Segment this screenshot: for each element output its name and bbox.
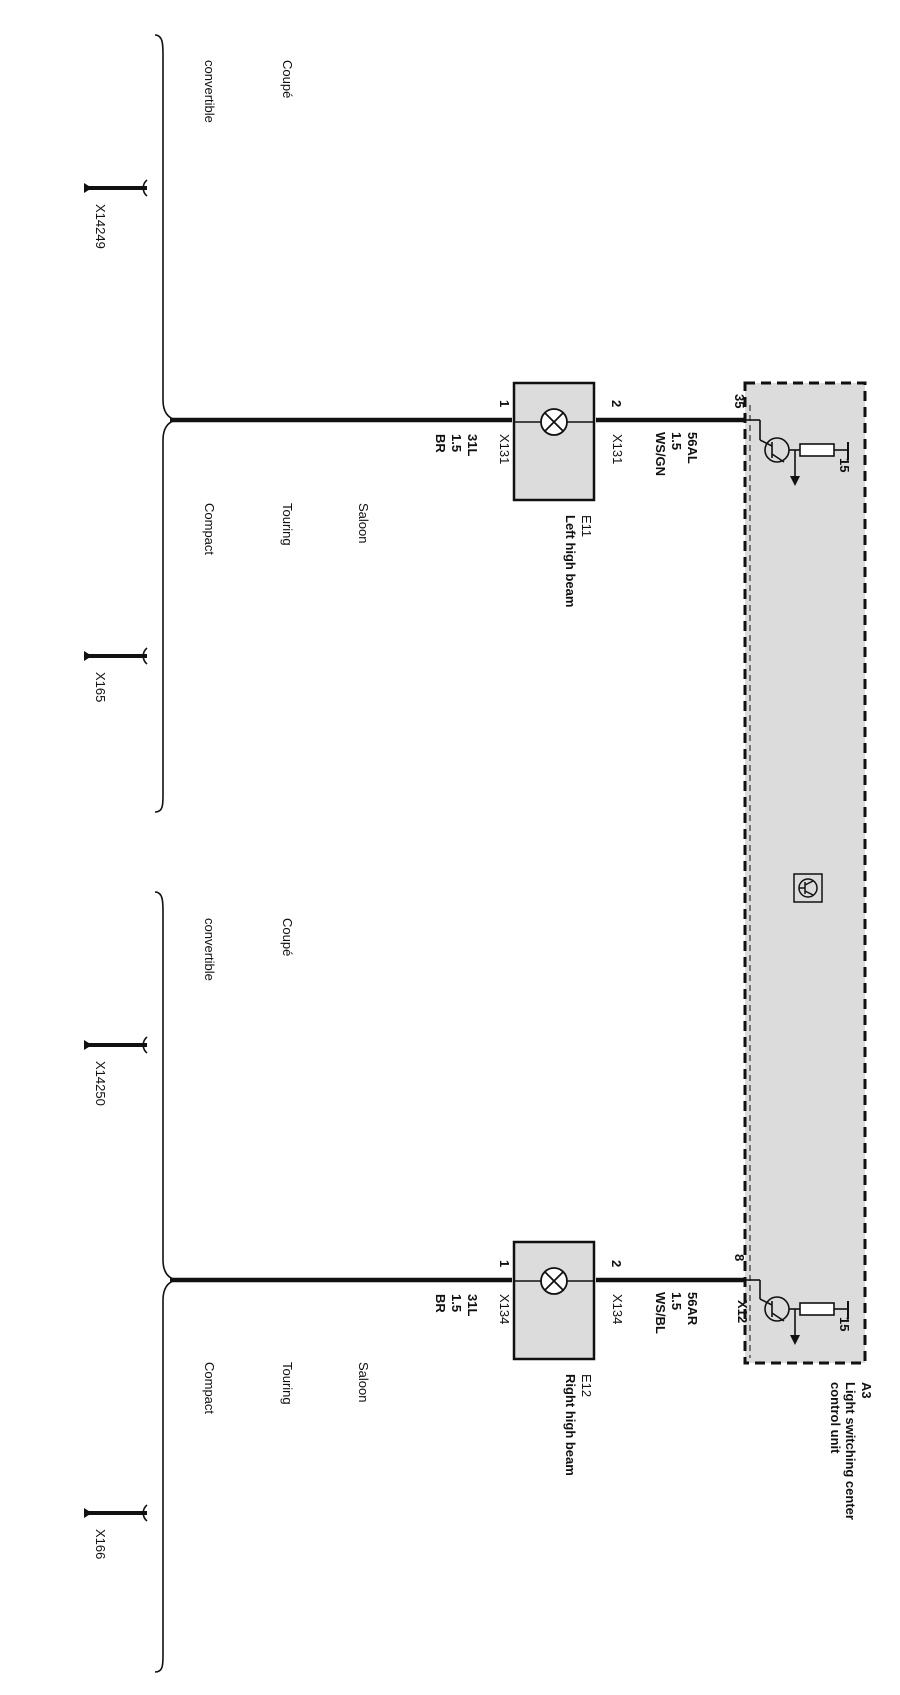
resistor-icon: [799, 443, 835, 457]
variant-label: Touring: [280, 1362, 295, 1405]
lamp-name: Left high beam: [563, 515, 578, 607]
variant-label: Coupé: [280, 918, 295, 956]
ground-point-icon: [84, 179, 148, 197]
control-unit-name-line2: control unit: [828, 1382, 843, 1454]
variant-label: Compact: [202, 503, 217, 555]
hot-wire-gauge: 1.5: [669, 432, 684, 450]
transistor-icon: [745, 1279, 848, 1345]
lamp-connector-gnd: X134: [497, 1294, 512, 1324]
variant-label: convertible: [202, 60, 217, 123]
ground-point-icon: [84, 1036, 148, 1054]
variant-label: Compact: [202, 1362, 217, 1414]
hot-wire-gauge: 1.5: [669, 1292, 684, 1310]
ground-point-label: X14249: [93, 204, 108, 249]
ground-point-icon: [84, 1504, 148, 1522]
ground-wire-color: BR: [433, 1294, 448, 1313]
circuit-left-high-beam: 15 35 56AL 1.5 WS/GN X131 2: [84, 34, 852, 813]
ground-point-label: X14250: [93, 1061, 108, 1106]
circuit-right-high-beam: 15 8 56AR 1.5 WS/BL X134 2: [84, 891, 852, 1673]
ground-arrow-icon: [790, 476, 800, 486]
control-unit-pin: 8: [732, 1254, 747, 1261]
control-unit-box: [743, 381, 867, 1365]
hot-wire-signal: 56AL: [685, 432, 700, 464]
variant-brace: [154, 34, 177, 813]
lamp-pin-gnd: 1: [497, 400, 512, 407]
lamp-e11: [512, 381, 596, 502]
supply-terminal-label: 15: [837, 1317, 852, 1331]
control-unit-a3: A3 Light switching center control unit X…: [735, 381, 874, 1520]
control-unit-ref: A3: [859, 1382, 874, 1399]
lamp-connector-hot: X134: [610, 1294, 625, 1324]
variant-label: Coupé: [280, 60, 295, 98]
lamp-connector-hot: X131: [610, 434, 625, 464]
control-unit-connector: X12: [735, 1300, 750, 1323]
lamp-ref: E12: [579, 1374, 594, 1397]
lamp-pin-hot: 2: [609, 400, 624, 407]
lamp-connector-gnd: X131: [497, 434, 512, 464]
transistor-icon: [745, 419, 848, 486]
ground-wire-gauge: 1.5: [449, 434, 464, 452]
ground-wire-signal: 31L: [465, 434, 480, 456]
control-unit-pin: 35: [732, 394, 747, 408]
variant-brace: [154, 891, 177, 1673]
hot-wire-color: WS/GN: [653, 432, 668, 476]
variant-label: convertible: [202, 918, 217, 981]
lamp-e12: [512, 1240, 596, 1361]
ground-arrow-icon: [790, 1335, 800, 1345]
control-unit-name-line1: Light switching center: [843, 1382, 858, 1520]
ground-point-label: X165: [93, 672, 108, 702]
supply-terminal-label: 15: [837, 458, 852, 472]
ground-point-label: X166: [93, 1529, 108, 1559]
variant-label: Saloon: [356, 503, 371, 543]
variant-label: Touring: [280, 503, 295, 546]
lamp-pin-hot: 2: [609, 1260, 624, 1267]
lamp-ref: E11: [579, 515, 594, 537]
hot-wire-color: WS/BL: [653, 1292, 668, 1334]
hot-wire-signal: 56AR: [685, 1292, 700, 1326]
lamp-pin-gnd: 1: [497, 1260, 512, 1267]
ground-wire-signal: 31L: [465, 1294, 480, 1316]
lamp-name: Right high beam: [563, 1374, 578, 1476]
control-unit-symbol-icon: [793, 873, 823, 903]
resistor-icon: [799, 1302, 835, 1316]
ground-wire-color: BR: [433, 434, 448, 453]
ground-wire-gauge: 1.5: [449, 1294, 464, 1312]
ground-point-icon: [84, 647, 148, 665]
variant-label: Saloon: [356, 1362, 371, 1402]
